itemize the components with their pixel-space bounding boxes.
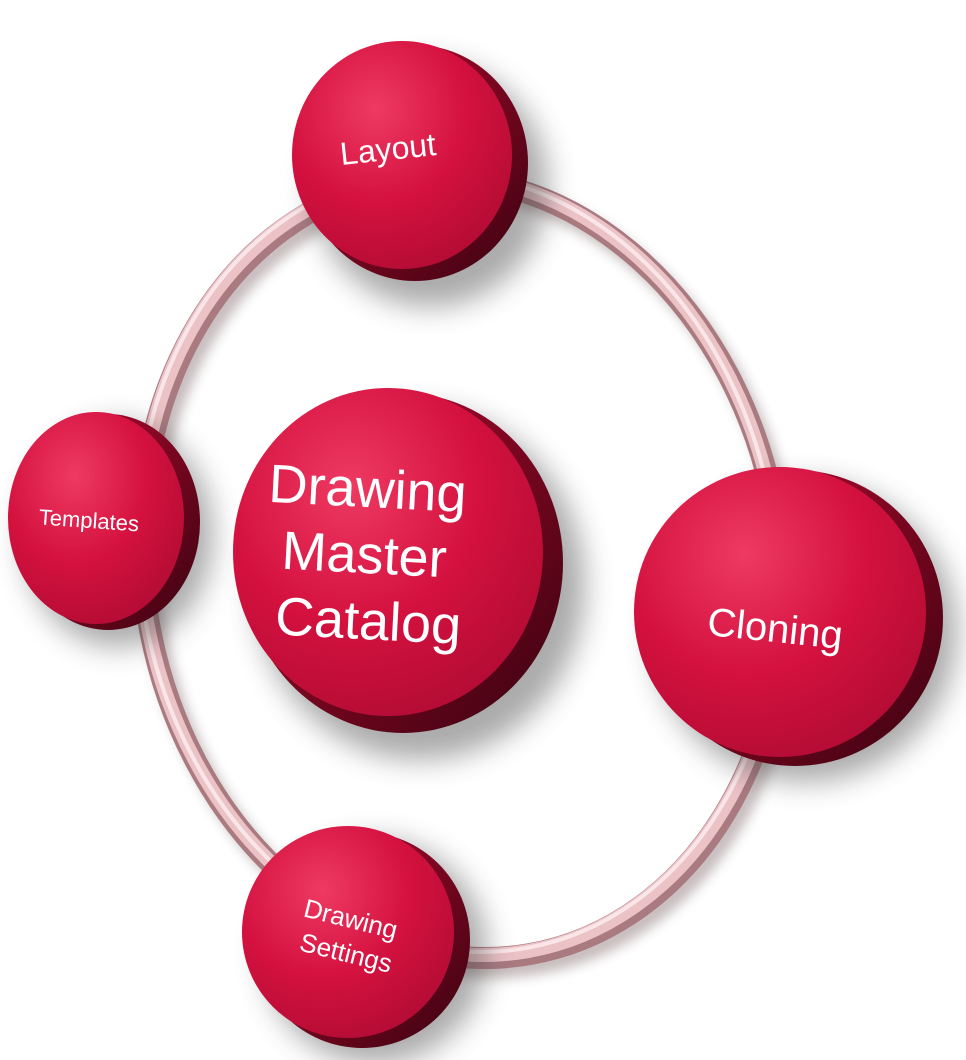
- center-node-line-3: Catalog: [274, 586, 463, 656]
- templates-node: Templates: [8, 412, 213, 647]
- layout-node: Layout: [292, 41, 548, 307]
- center-node-face: [233, 388, 543, 716]
- center-node-line-1: Drawing: [267, 454, 468, 524]
- drawing-settings-node: Drawing Settings: [242, 826, 487, 1060]
- center-node-line-2: Master: [280, 521, 448, 590]
- center-node-label: Drawing Master Catalog: [260, 454, 483, 657]
- templates-node-face: [8, 412, 184, 624]
- layout-node-face: [292, 41, 512, 269]
- center-node: Drawing Master Catalog: [233, 388, 585, 760]
- drawing-settings-node-face: [242, 826, 454, 1038]
- cloning-node-face: [634, 467, 926, 757]
- cloning-node: Cloning: [634, 467, 957, 782]
